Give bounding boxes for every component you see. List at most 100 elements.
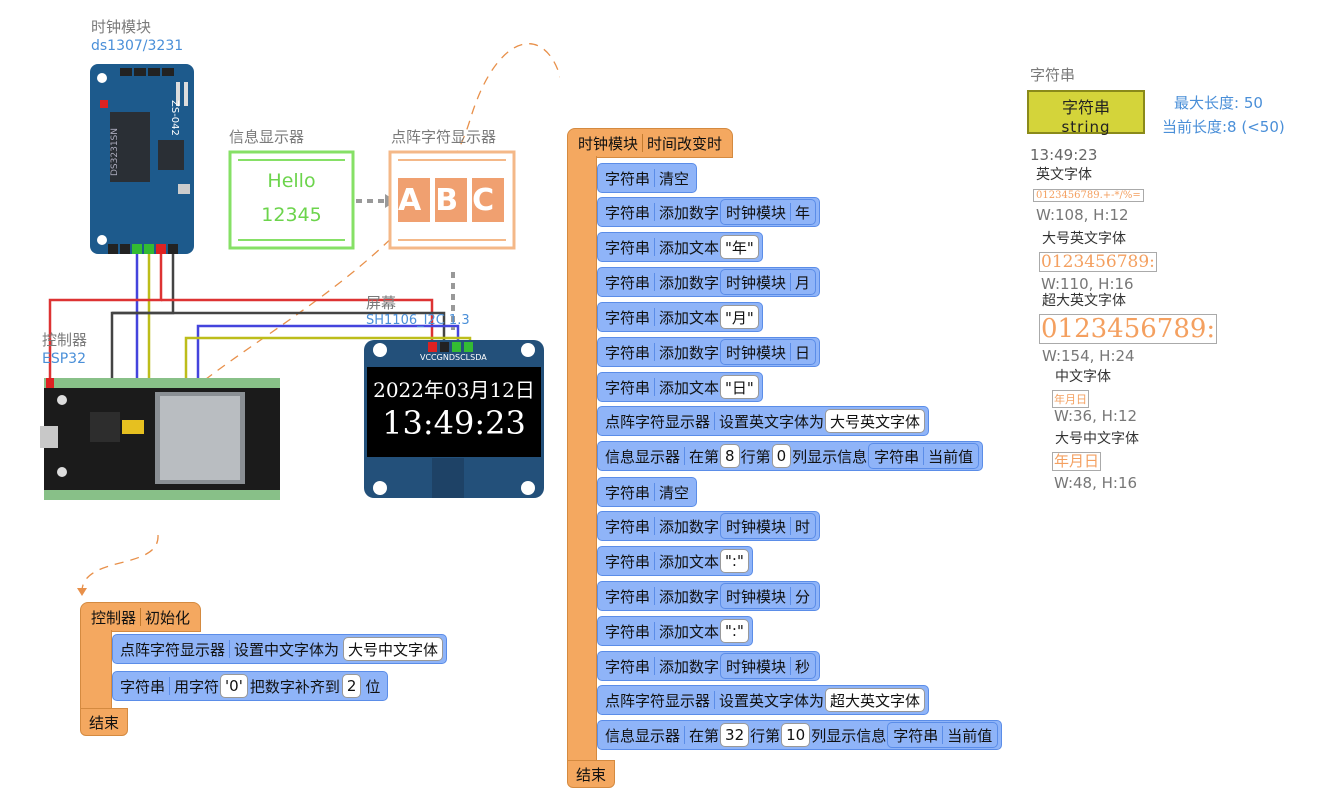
reporter-target: 时钟模块 <box>726 587 787 606</box>
controller-model: ESP32 <box>42 351 86 367</box>
reporter-field[interactable]: 当前值 <box>928 447 974 466</box>
init-hat-block[interactable]: 控制器 初始化 <box>80 602 202 632</box>
str-add-day-block[interactable]: 字符串 添加数字 时钟模块日 <box>597 337 821 367</box>
clock-chip-text: DS3231SN <box>110 128 120 176</box>
divider <box>790 273 792 291</box>
text-input[interactable]: ":" <box>720 619 749 643</box>
esp32-board <box>40 378 280 500</box>
string-value-reporter[interactable]: 字符串当前值 <box>887 722 999 748</box>
block-target: 字符串 <box>605 378 651 397</box>
divider <box>942 726 944 744</box>
str-clear-block-2[interactable]: 字符串 清空 <box>597 477 698 507</box>
clock-value-reporter[interactable]: 时钟模块月 <box>720 269 817 295</box>
reporter-target: 时钟模块 <box>726 343 787 362</box>
str-add-minute-block[interactable]: 字符串 添加数字 时钟模块分 <box>597 581 821 611</box>
block-target: 字符串 <box>605 308 651 327</box>
divider <box>654 657 656 675</box>
clock-value-reporter[interactable]: 时钟模块秒 <box>720 653 817 679</box>
reporter-field[interactable]: 日 <box>795 343 811 362</box>
string-value-reporter[interactable]: 字符串当前值 <box>868 443 980 469</box>
main-hat-block[interactable]: 时钟模块 时间改变时 <box>567 128 734 158</box>
string-current-length: 当前长度:8 (<50) <box>1162 118 1285 136</box>
str-add-month-block[interactable]: 字符串 添加数字 时钟模块月 <box>597 267 821 297</box>
block-action: 用字符 <box>174 677 220 696</box>
str-add-second-block[interactable]: 字符串 添加数字 时钟模块秒 <box>597 651 821 681</box>
font-dropdown[interactable]: 超大英文字体 <box>825 688 926 712</box>
text-input[interactable]: "年" <box>720 235 759 259</box>
block-action: 设置英文字体为 <box>719 412 825 431</box>
reporter-field[interactable]: 月 <box>795 273 811 292</box>
str-add-text-year-block[interactable]: 字符串 添加文本 "年" <box>597 232 763 262</box>
font-en-big-name: 大号英文字体 <box>1042 231 1126 247</box>
dot-set-en-font-block-1[interactable]: 点阵字符显示器 设置英文字体为 大号英文字体 <box>597 406 930 436</box>
block-action: 添加数字 <box>659 343 720 362</box>
init-pad-block[interactable]: 字符串 用字符 '0' 把数字补齐到 2 位 <box>112 671 389 701</box>
block-target: 字符串 <box>605 483 651 502</box>
text-input[interactable]: "日" <box>720 375 759 399</box>
str-add-colon-block-1[interactable]: 字符串 添加文本 ":" <box>597 546 753 576</box>
font-cn-size: W:36, H:12 <box>1054 407 1138 425</box>
reporter-target: 时钟模块 <box>726 657 787 676</box>
reporter-target: 字符串 <box>874 447 920 466</box>
divider <box>642 134 644 152</box>
str-add-text-month-block[interactable]: 字符串 添加文本 "月" <box>597 302 763 332</box>
block-target: 点阵字符显示器 <box>120 640 226 659</box>
info-show-block-1[interactable]: 信息显示器 在第 8 行第 0 列显示信息 字符串当前值 <box>597 441 984 471</box>
reporter-field[interactable]: 时 <box>795 517 811 536</box>
font-en-xl-name: 超大英文字体 <box>1042 293 1126 309</box>
text-input[interactable]: "月" <box>720 305 759 329</box>
reporter-field[interactable]: 分 <box>795 587 811 606</box>
block-action: 添加数字 <box>659 657 720 676</box>
font-en-xl-sample: 0123456789: <box>1039 314 1218 344</box>
str-add-colon-block-2[interactable]: 字符串 添加文本 ":" <box>597 616 753 646</box>
reporter-field[interactable]: 年 <box>795 203 811 222</box>
col-input[interactable]: 0 <box>771 444 792 468</box>
str-clear-block-1[interactable]: 字符串 清空 <box>597 163 698 193</box>
divider <box>790 657 792 675</box>
clock-value-reporter[interactable]: 时钟模块年 <box>720 199 817 225</box>
info-show-block-2[interactable]: 信息显示器 在第 32 行第 10 列显示信息 字符串当前值 <box>597 720 1003 750</box>
block-target: 字符串 <box>605 587 651 606</box>
row-input[interactable]: 8 <box>720 444 740 468</box>
clock-value-reporter[interactable]: 时钟模块分 <box>720 583 817 609</box>
col-input[interactable]: 10 <box>781 723 811 747</box>
font-en-sample: 0123456789.+-*/%= <box>1033 189 1144 202</box>
clock-title: 时钟模块 <box>91 18 152 36</box>
pad-width-input[interactable]: 2 <box>341 674 362 698</box>
string-panel-title: 字符串 <box>1030 66 1076 84</box>
block-action: 添加文本 <box>659 378 720 397</box>
text-input[interactable]: ":" <box>720 549 749 573</box>
string-button[interactable]: 字符串 string <box>1027 90 1145 136</box>
block-target: 字符串 <box>605 657 651 676</box>
main-hat-target: 时钟模块 <box>578 134 639 153</box>
block-action-2: 行第 <box>750 726 781 745</box>
row-input[interactable]: 32 <box>720 723 750 747</box>
str-add-year-block[interactable]: 字符串 添加数字 时钟模块年 <box>597 197 821 227</box>
block-target: 字符串 <box>605 273 651 292</box>
block-target: 字符串 <box>605 622 651 641</box>
main-end-block[interactable]: 结束 <box>567 760 616 788</box>
clock-value-reporter[interactable]: 时钟模块时 <box>720 513 817 539</box>
pad-char-input[interactable]: '0' <box>220 674 248 698</box>
font-dropdown[interactable]: 大号中文字体 <box>343 637 444 661</box>
dot-display-title: 点阵字符显示器 <box>391 128 497 146</box>
divider <box>654 622 656 640</box>
font-cn-name: 中文字体 <box>1055 369 1111 385</box>
reporter-field[interactable]: 秒 <box>795 657 811 676</box>
reporter-target: 时钟模块 <box>726 203 787 222</box>
clock-value-reporter[interactable]: 时钟模块日 <box>720 339 817 365</box>
reporter-field[interactable]: 当前值 <box>947 726 993 745</box>
info-display-line1: Hello <box>267 170 316 192</box>
str-add-text-day-block[interactable]: 字符串 添加文本 "日" <box>597 372 763 402</box>
divider <box>654 238 656 256</box>
divider <box>654 308 656 326</box>
block-target: 信息显示器 <box>605 726 681 745</box>
init-set-cn-font-block[interactable]: 点阵字符显示器 设置中文字体为 大号中文字体 <box>112 634 448 664</box>
block-action: 添加数字 <box>659 587 720 606</box>
font-dropdown[interactable]: 大号英文字体 <box>825 409 926 433</box>
init-end-block[interactable]: 结束 <box>80 708 129 736</box>
dot-set-en-font-block-2[interactable]: 点阵字符显示器 设置英文字体为 超大英文字体 <box>597 685 930 715</box>
block-action: 添加文本 <box>659 552 720 571</box>
font-cn-big-name: 大号中文字体 <box>1055 431 1139 447</box>
str-add-hour-block[interactable]: 字符串 添加数字 时钟模块时 <box>597 511 821 541</box>
